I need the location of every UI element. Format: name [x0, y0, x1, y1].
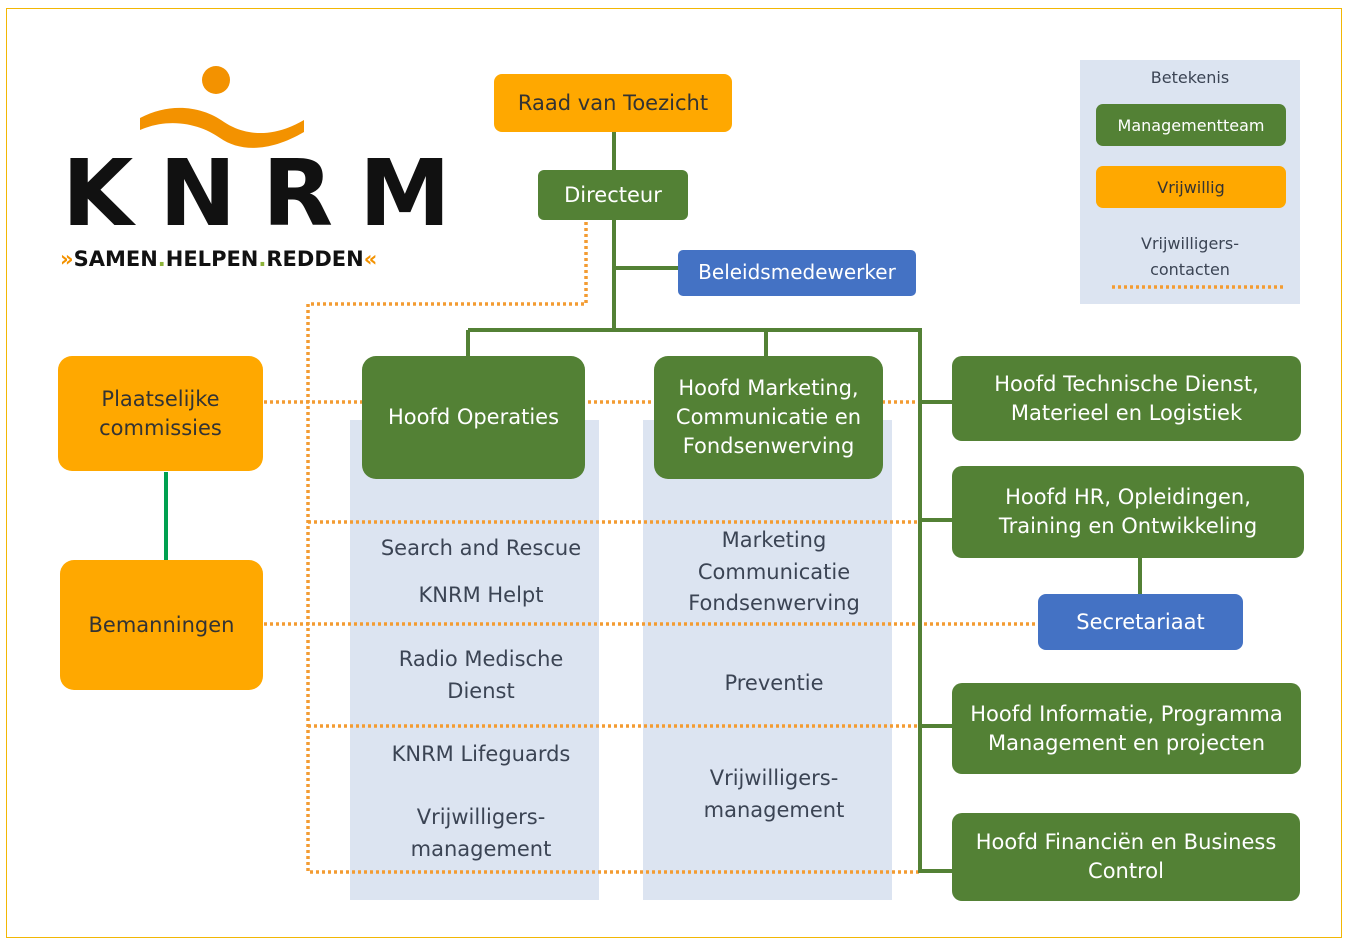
mkt-item-volunteer-management: Vrijwilligers- management	[703, 766, 845, 822]
legend: Betekenis Managementteam Vrijwillig Vrij…	[1080, 60, 1300, 304]
legend-contacts-line2: contacten	[1150, 260, 1230, 279]
head-information-box: Hoofd Informatie, Programma Management e…	[952, 683, 1301, 774]
logo-tagline: »SAMEN.HELPEN.REDDEN«	[60, 247, 378, 271]
ops-item-knrm-lifeguards: KNRM Lifeguards	[391, 742, 571, 766]
chevrons-right-icon: »	[60, 247, 74, 271]
operations-panel	[350, 420, 599, 900]
legend-title: Betekenis	[1150, 68, 1230, 87]
hierarchy-lines	[466, 130, 1142, 873]
ops-item-search-rescue: Search and Rescue	[380, 536, 582, 560]
head-operations-box: Hoofd Operaties	[362, 356, 585, 479]
mkt-item-preventie: Preventie	[724, 671, 824, 695]
knrm-lifebuoy-logo-icon	[140, 66, 304, 148]
local-committees-box: Plaatselijke commissies	[58, 356, 263, 471]
ops-item-knrm-helpt: KNRM Helpt	[418, 583, 544, 607]
ops-item-volunteer-management: Vrijwilligers- management	[410, 805, 552, 861]
knrm-wordmark: KNRM	[62, 140, 477, 247]
ops-item-radio-medische-dienst: Radio Medische Dienst	[398, 647, 564, 703]
mkt-item-marketing-communicatie-fondsenwerving: Marketing Communicatie Fondsenwerving	[688, 528, 860, 615]
crews-box: Bemanningen	[60, 560, 263, 690]
chevrons-left-icon: «	[363, 247, 378, 271]
secretariat-box: Secretariaat	[1038, 594, 1243, 650]
policy-advisor-box: Beleidsmedewerker	[678, 250, 916, 296]
legend-management: Managementteam	[1096, 104, 1286, 146]
legend-contacts-line1: Vrijwilligers-	[1141, 234, 1239, 253]
head-hr-box: Hoofd HR, Opleidingen, Training en Ontwi…	[952, 466, 1304, 558]
board-box: Raad van Toezicht	[494, 74, 732, 132]
head-finance-box: Hoofd Financiën en Business Control	[952, 813, 1300, 901]
head-marketing-box: Hoofd Marketing, Communicatie en Fondsen…	[654, 356, 883, 479]
head-technical-box: Hoofd Technische Dienst, Materieel en Lo…	[952, 356, 1301, 441]
marketing-panel	[643, 420, 892, 900]
legend-dotted-sample	[1112, 285, 1285, 289]
legend-volunteer: Vrijwillig	[1096, 166, 1286, 208]
page-frame	[6, 8, 1342, 938]
director-box: Directeur	[538, 170, 688, 220]
